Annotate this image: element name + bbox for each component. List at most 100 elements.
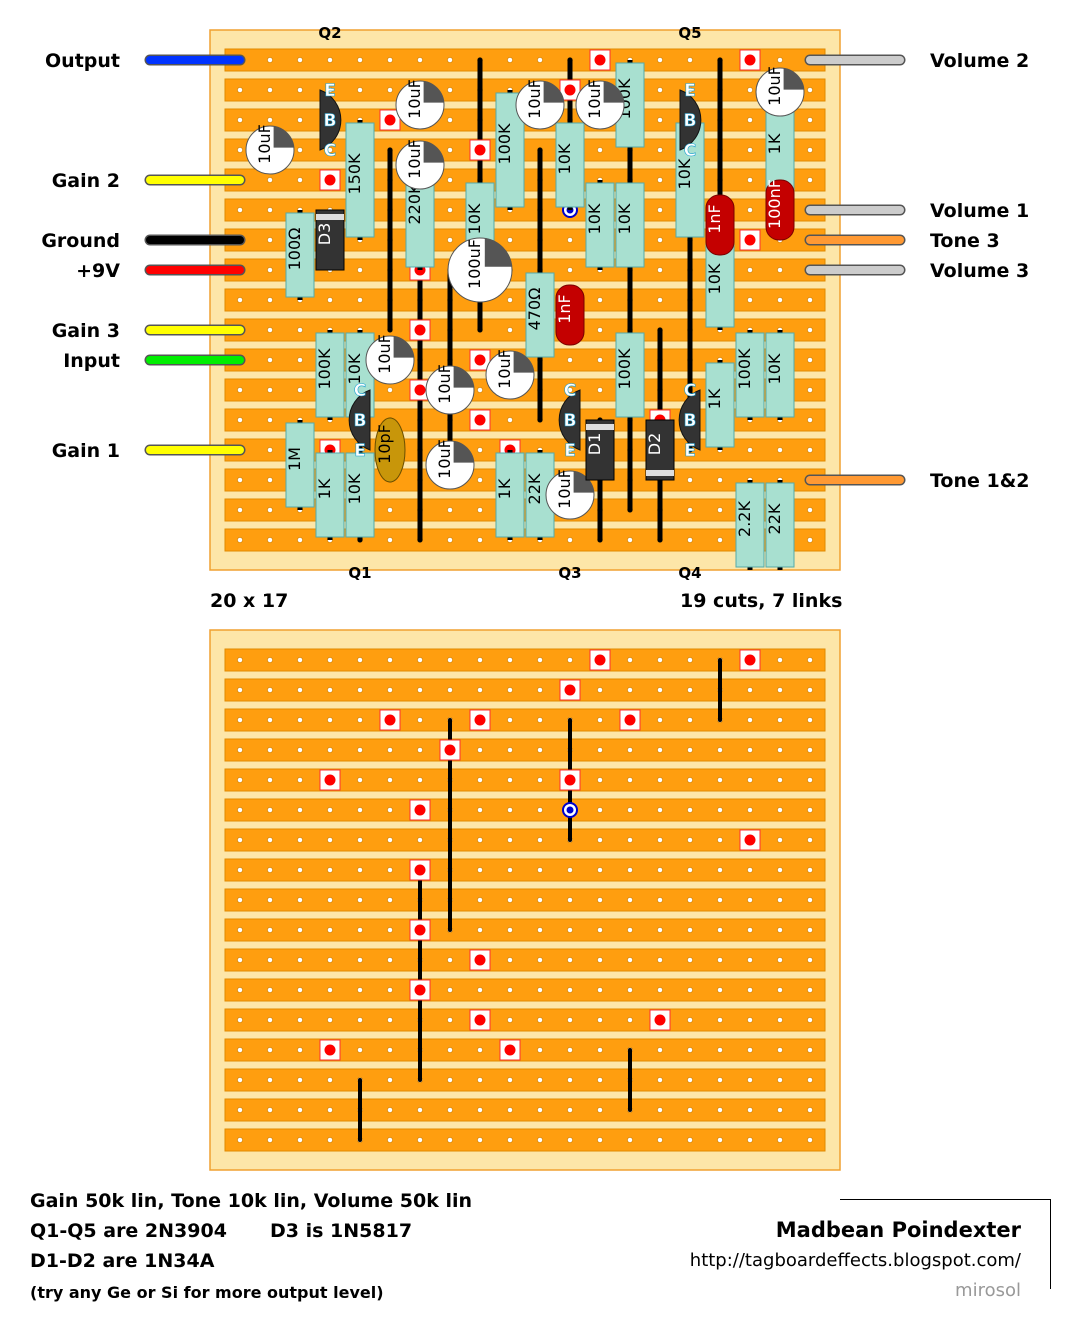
wire-label: Tone 3 [930, 230, 1000, 252]
resistor-value: 100K [735, 348, 754, 390]
bottom-hole [297, 687, 303, 693]
bottom-hole [717, 837, 723, 843]
bottom-hole [537, 1107, 543, 1113]
capacitor-stripe [513, 351, 534, 373]
bottom-hole [267, 987, 273, 993]
bottom-hole [627, 777, 633, 783]
transistor-pin-label: B [564, 411, 577, 431]
bottom-copper-strip [224, 708, 826, 732]
top-hole [447, 177, 453, 183]
bottom-hole [357, 987, 363, 993]
strip-cut-mark [564, 774, 576, 786]
top-hole [267, 87, 273, 93]
top-hole [747, 147, 753, 153]
top-hole [477, 507, 483, 513]
bottom-hole [507, 1077, 513, 1083]
bottom-copper-strip [224, 648, 826, 672]
bottom-hole [627, 897, 633, 903]
bottom-hole [777, 1107, 783, 1113]
bottom-hole [657, 867, 663, 873]
bottom-hole [747, 717, 753, 723]
bottom-hole [687, 1137, 693, 1143]
bottom-hole [477, 657, 483, 663]
bottom-hole [597, 777, 603, 783]
strip-cut-mark [654, 1014, 666, 1026]
bottom-hole [507, 867, 513, 873]
bottom-hole [327, 1077, 333, 1083]
bottom-hole [657, 1077, 663, 1083]
bottom-hole [447, 1017, 453, 1023]
top-copper-strip [224, 168, 826, 192]
top-hole [687, 87, 693, 93]
bottom-hole [597, 957, 603, 963]
strip-cut-mark [594, 654, 606, 666]
top-hole [477, 537, 483, 543]
capacitor-value: 10uF [255, 124, 274, 164]
bottom-hole [357, 807, 363, 813]
bottom-hole [507, 957, 513, 963]
top-hole [747, 447, 753, 453]
bottom-hole [657, 927, 663, 933]
transistor-body [678, 389, 701, 451]
resistor-body [345, 452, 375, 538]
bottom-hole [687, 897, 693, 903]
resistor-value: 1K [315, 478, 334, 499]
strip-cut-mark [474, 144, 486, 156]
bottom-hole [507, 717, 513, 723]
bottom-hole [807, 1017, 813, 1023]
bottom-hole [477, 897, 483, 903]
top-hole [327, 57, 333, 63]
bottom-copper-strip [224, 978, 826, 1002]
bottom-copper-strip [224, 738, 826, 762]
strip-cut-mark [384, 714, 396, 726]
transistor-body [679, 89, 702, 151]
resistor-body [735, 482, 765, 568]
bottom-hole [717, 867, 723, 873]
bottom-hole [657, 657, 663, 663]
top-hole [597, 387, 603, 393]
top-hole [807, 177, 813, 183]
bottom-hole [777, 747, 783, 753]
top-hole [387, 87, 393, 93]
diode-band [586, 424, 614, 430]
bottom-hole [297, 957, 303, 963]
bottom-hole [327, 687, 333, 693]
bottom-hole [357, 957, 363, 963]
top-copper-strip [224, 198, 826, 222]
top-hole [237, 147, 243, 153]
bottom-hole [237, 807, 243, 813]
bottom-hole [777, 717, 783, 723]
strip-cut-mark [474, 414, 486, 426]
bottom-hole [297, 717, 303, 723]
bottom-hole [807, 807, 813, 813]
bottom-hole [537, 1077, 543, 1083]
bottom-hole [387, 1017, 393, 1023]
bottom-hole [777, 1137, 783, 1143]
top-hole [507, 237, 513, 243]
top-hole [327, 147, 333, 153]
bottom-hole [657, 957, 663, 963]
strip-cut-mark [474, 714, 486, 726]
top-hole [447, 57, 453, 63]
bottom-hole [597, 867, 603, 873]
bottom-hole [537, 957, 543, 963]
ceramic-capacitor-value: 10pF [375, 424, 394, 464]
resistor-body [315, 332, 345, 418]
pot-values-note: Gain 50k lin, Tone 10k lin, Volume 50k l… [30, 1190, 473, 1212]
bottom-hole [807, 837, 813, 843]
capacitor-stripe [543, 81, 564, 103]
resistor-body [765, 332, 795, 418]
capacitor-value: 10uF [405, 79, 424, 119]
transistor-pin-label: B [324, 111, 337, 131]
strip-cut-mark [414, 924, 426, 936]
bottom-hole [237, 1017, 243, 1023]
top-hole [807, 117, 813, 123]
bottom-hole [627, 837, 633, 843]
bottom-hole [327, 1137, 333, 1143]
top-hole [657, 237, 663, 243]
bottom-hole [597, 1077, 603, 1083]
top-hole [267, 327, 273, 333]
capacitor-stripe [603, 81, 624, 103]
top-hole [357, 267, 363, 273]
